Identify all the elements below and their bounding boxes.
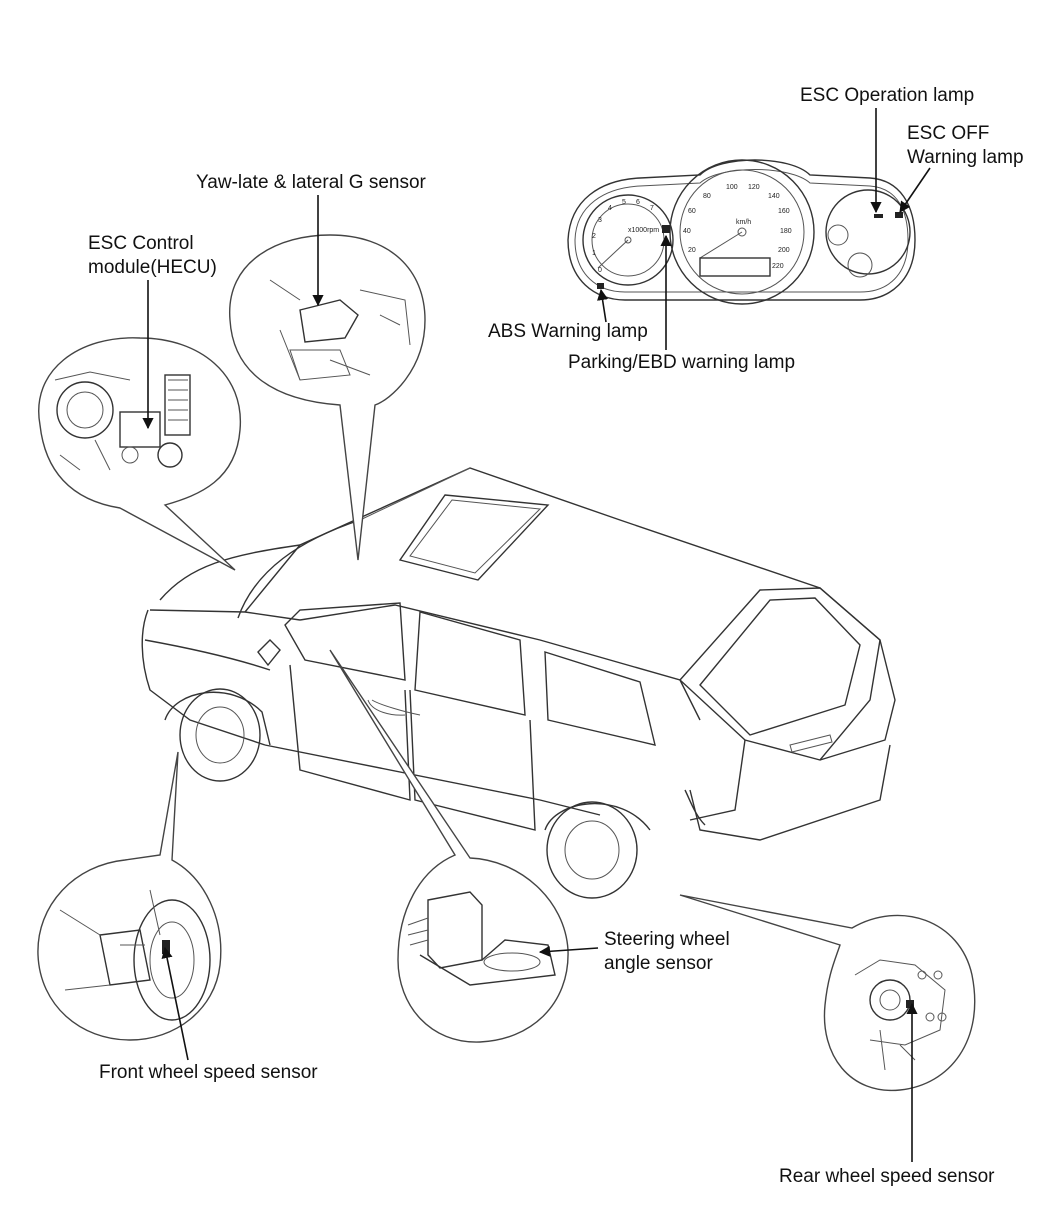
label-front-wheel-sensor: Front wheel speed sensor bbox=[99, 1062, 318, 1083]
speed-tick: 100 bbox=[726, 184, 738, 191]
speed-tick: 160 bbox=[778, 208, 790, 215]
label-esc-module-line1: ESC Control bbox=[88, 233, 194, 254]
speed-tick: 120 bbox=[748, 184, 760, 191]
speed-tick: 60 bbox=[688, 208, 696, 215]
vehicle-minivan bbox=[141, 467, 896, 899]
callout-rear-wheel bbox=[679, 894, 976, 1092]
speed-unit: km/h bbox=[736, 219, 751, 226]
callout-steering-sensor bbox=[329, 649, 569, 1043]
label-steering-line2: angle sensor bbox=[604, 953, 713, 974]
tach-tick-labels: 0 1 2 3 4 5 6 7 x1000rpm bbox=[592, 199, 659, 274]
leader-front-wheel bbox=[161, 946, 189, 1061]
callout-front-wheel bbox=[37, 751, 222, 1041]
speed-tick: 220 bbox=[772, 263, 784, 270]
label-esc-module-line2: module(HECU) bbox=[88, 257, 217, 278]
label-parking-ebd-lamp: Parking/EBD warning lamp bbox=[568, 352, 796, 373]
speed-tick-labels: 20 40 60 80 100 120 140 160 180 200 220 … bbox=[683, 184, 792, 270]
label-abs-warning-lamp: ABS Warning lamp bbox=[488, 321, 648, 342]
speed-tick: 20 bbox=[688, 247, 696, 254]
tach-tick: 3 bbox=[598, 217, 602, 224]
tach-tick: 5 bbox=[622, 199, 626, 206]
callout-yaw-sensor bbox=[229, 234, 426, 561]
leader-abs-lamp bbox=[597, 288, 609, 323]
label-rear-wheel-sensor: Rear wheel speed sensor bbox=[779, 1166, 995, 1187]
leader-lines bbox=[142, 108, 931, 1162]
leader-steering-sensor bbox=[538, 945, 599, 957]
speed-tick: 40 bbox=[683, 228, 691, 235]
label-steering-line1: Steering wheel bbox=[604, 929, 730, 950]
label-esc-operation-lamp: ESC Operation lamp bbox=[800, 85, 975, 106]
speed-tick: 80 bbox=[703, 193, 711, 200]
instrument-cluster bbox=[567, 159, 916, 305]
tach-tick: 1 bbox=[592, 250, 596, 257]
label-esc-off-line2: Warning lamp bbox=[907, 147, 1024, 168]
tach-tick: 7 bbox=[650, 205, 654, 212]
tach-unit: x1000rpm bbox=[628, 227, 659, 234]
speed-tick: 200 bbox=[778, 247, 790, 254]
tach-tick: 6 bbox=[636, 199, 640, 206]
leader-esc-off bbox=[899, 167, 931, 213]
callout-esc-module bbox=[38, 337, 242, 571]
speed-tick: 140 bbox=[768, 193, 780, 200]
label-yaw-sensor: Yaw-late & lateral G sensor bbox=[196, 172, 426, 193]
label-esc-off-line1: ESC OFF bbox=[907, 123, 990, 144]
tach-tick: 0 bbox=[598, 267, 602, 274]
tach-tick: 2 bbox=[592, 233, 596, 240]
speed-tick: 180 bbox=[780, 228, 792, 235]
tach-tick: 4 bbox=[608, 205, 612, 212]
